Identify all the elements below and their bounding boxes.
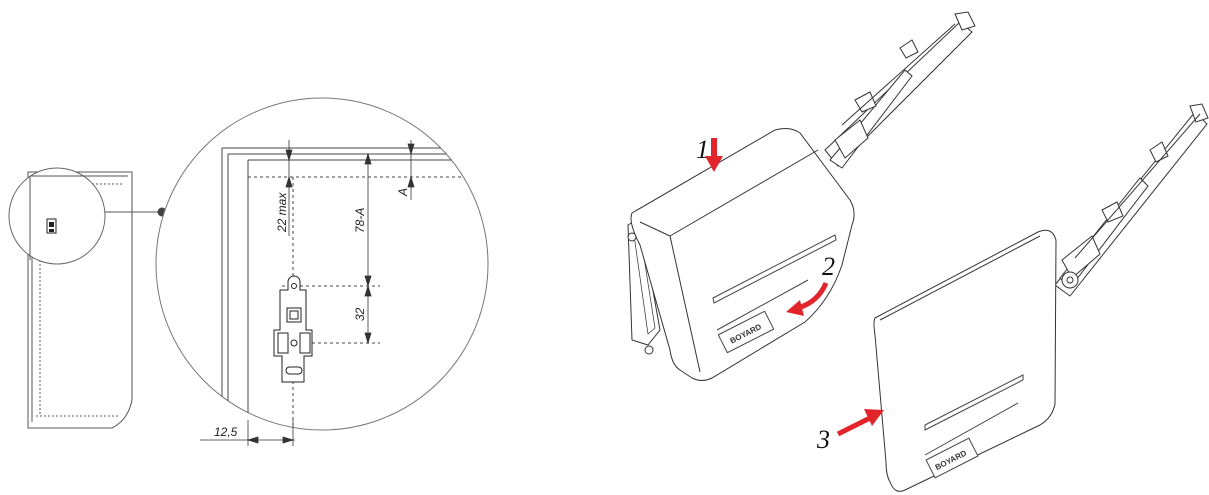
label-22-max: 22 max bbox=[275, 192, 289, 233]
dimension-32 bbox=[364, 284, 372, 345]
label-a: A bbox=[396, 188, 410, 197]
housing-1 bbox=[630, 128, 855, 381]
step-1-number: 1 bbox=[696, 135, 709, 164]
label-32: 32 bbox=[353, 307, 367, 321]
housing-2 bbox=[873, 229, 1057, 492]
step-2-arrow bbox=[786, 281, 829, 316]
label-12-5: 12,5 bbox=[214, 425, 238, 439]
step-1-arrow bbox=[705, 138, 723, 172]
dimension-12-5 bbox=[200, 420, 295, 446]
step-3-number: 3 bbox=[816, 425, 830, 454]
lift-mechanism-unit-2: BOYARD bbox=[873, 103, 1209, 492]
dimension-22-max bbox=[285, 140, 293, 236]
grooves-1 bbox=[712, 234, 837, 331]
mounting-plate bbox=[273, 275, 313, 383]
large-detail-circle: 22 max 78-A 32 A bbox=[155, 97, 489, 431]
dimension-a bbox=[407, 140, 415, 200]
small-detail-circle bbox=[8, 167, 167, 265]
lift-arm-2 bbox=[1054, 103, 1209, 297]
step-2-number: 2 bbox=[822, 252, 835, 281]
grooves-2 bbox=[924, 374, 1024, 456]
label-78-a: 78-A bbox=[353, 208, 367, 233]
lift-mechanism-unit-1: BOYARD bbox=[627, 11, 976, 381]
step-3-arrow bbox=[836, 409, 884, 437]
lift-arm-1 bbox=[824, 11, 976, 169]
dimension-78-a bbox=[364, 152, 372, 288]
